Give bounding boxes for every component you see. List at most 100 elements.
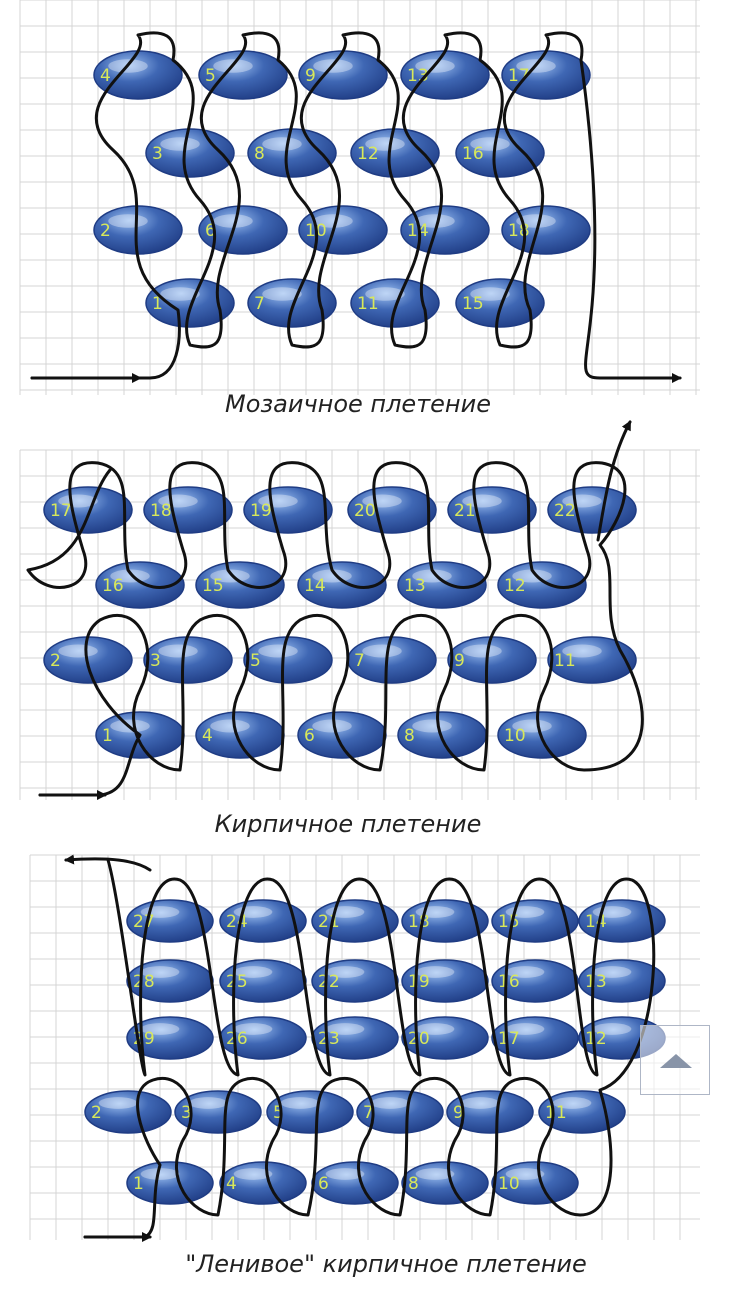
bead-number: 23	[318, 1029, 340, 1049]
bead-highlight	[365, 137, 405, 151]
bead-number: 9	[453, 1103, 464, 1123]
bead	[491, 1016, 579, 1060]
bead-highlight	[233, 966, 273, 978]
caption-mosaic-weave: Мозаичное плетение	[225, 390, 491, 418]
bead-number: 2	[100, 221, 111, 241]
bead	[219, 1161, 307, 1205]
bead-number: 11	[545, 1103, 567, 1123]
bead-number: 10	[498, 1174, 520, 1194]
scroll-to-top-button[interactable]	[640, 1025, 710, 1095]
bead-number: 16	[102, 576, 124, 596]
bead-number: 17	[50, 501, 72, 521]
bead-highlight	[258, 644, 298, 658]
bead	[491, 1161, 579, 1205]
bead-highlight	[362, 644, 402, 658]
bead-number: 4	[226, 1174, 237, 1194]
bead	[447, 486, 537, 534]
bead-number: 4	[100, 66, 111, 86]
bead-highlight	[470, 287, 510, 301]
bead-number: 22	[318, 972, 340, 992]
bead-highlight	[325, 1168, 365, 1180]
bead	[356, 1090, 444, 1134]
bead	[578, 959, 666, 1003]
bead	[347, 486, 437, 534]
bead-number: 6	[304, 726, 315, 746]
bead-number: 19	[408, 972, 430, 992]
bead	[297, 561, 387, 609]
bead-number: 9	[454, 651, 465, 671]
bead-highlight	[325, 966, 365, 978]
bead-number: 25	[226, 972, 248, 992]
bead-highlight	[592, 966, 632, 978]
bead	[298, 205, 388, 255]
bead	[497, 561, 587, 609]
bead	[126, 1016, 214, 1060]
bead-number: 28	[133, 972, 155, 992]
bead-highlight	[280, 1097, 320, 1109]
bead-number: 12	[504, 576, 526, 596]
bead-highlight	[365, 287, 405, 301]
bead-highlight	[505, 1168, 545, 1180]
bead-highlight	[512, 719, 552, 733]
bead	[547, 636, 637, 684]
bead-highlight	[313, 214, 353, 228]
bead-number: 14	[304, 576, 326, 596]
bead-number: 7	[354, 651, 365, 671]
bead-highlight	[233, 1023, 273, 1035]
bead	[400, 205, 490, 255]
bead	[455, 278, 545, 328]
bead-highlight	[460, 1097, 500, 1109]
bead	[397, 561, 487, 609]
bead-number: 18	[408, 912, 430, 932]
chevron-up-icon	[660, 1054, 692, 1068]
bead-number: 5	[250, 651, 261, 671]
bead-highlight	[262, 137, 302, 151]
bead	[126, 1161, 214, 1205]
bead	[311, 959, 399, 1003]
bead-highlight	[258, 494, 298, 508]
bead	[143, 486, 233, 534]
bead-highlight	[158, 494, 198, 508]
bead	[401, 959, 489, 1003]
caption-lazy-brick-weave: "Ленивое" кирпичное плетение	[185, 1250, 587, 1278]
bead	[174, 1090, 262, 1134]
bead-number: 10	[504, 726, 526, 746]
bead-number: 11	[357, 294, 379, 314]
bead-highlight	[592, 1023, 632, 1035]
bead	[126, 899, 214, 943]
bead-highlight	[233, 1168, 273, 1180]
bead-highlight	[552, 1097, 592, 1109]
bead	[247, 278, 337, 328]
bead-highlight	[412, 719, 452, 733]
bead-highlight	[505, 966, 545, 978]
bead	[243, 486, 333, 534]
bead	[455, 128, 545, 178]
bead-number: 17	[498, 1029, 520, 1049]
bead-number: 14	[585, 912, 607, 932]
bead-highlight	[470, 137, 510, 151]
bead-highlight	[188, 1097, 228, 1109]
bead	[311, 899, 399, 943]
bead-number: 21	[454, 501, 476, 521]
bead	[401, 1161, 489, 1205]
bead-number: 22	[554, 501, 576, 521]
bead-highlight	[98, 1097, 138, 1109]
bead-highlight	[262, 287, 302, 301]
bead-number: 2	[91, 1103, 102, 1123]
bead-number: 17	[508, 66, 530, 86]
bead-highlight	[415, 214, 455, 228]
bead-highlight	[58, 494, 98, 508]
bead-highlight	[516, 214, 556, 228]
bead-highlight	[415, 1023, 455, 1035]
bead-highlight	[110, 569, 150, 583]
bead-number: 27	[133, 912, 155, 932]
bead-number: 6	[318, 1174, 329, 1194]
bead-highlight	[362, 494, 402, 508]
bead-number: 13	[585, 972, 607, 992]
bead-number: 13	[404, 576, 426, 596]
bead-highlight	[562, 644, 602, 658]
bead-number: 15	[202, 576, 224, 596]
